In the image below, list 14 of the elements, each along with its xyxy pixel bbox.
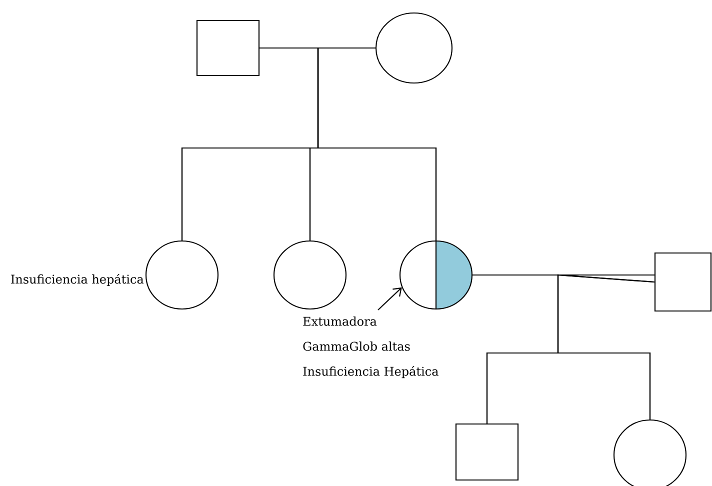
annotation-text: Extumadora (303, 316, 377, 326)
descent-line (557, 274, 654, 420)
male-square (196, 20, 260, 76)
male-square (654, 252, 712, 312)
pointer-arrow (378, 287, 402, 310)
male-square (455, 423, 519, 481)
affected-female-circle (399, 240, 473, 310)
side-note: Insuficiencia hepática (11, 274, 144, 286)
annotation-text: GammaGlob altas (303, 342, 410, 351)
descent-line (317, 47, 437, 240)
female-circle (145, 240, 219, 310)
female-circle (273, 240, 347, 310)
female-circle (375, 12, 453, 84)
annotation-text: Insuficiencia Hepática (303, 366, 438, 378)
